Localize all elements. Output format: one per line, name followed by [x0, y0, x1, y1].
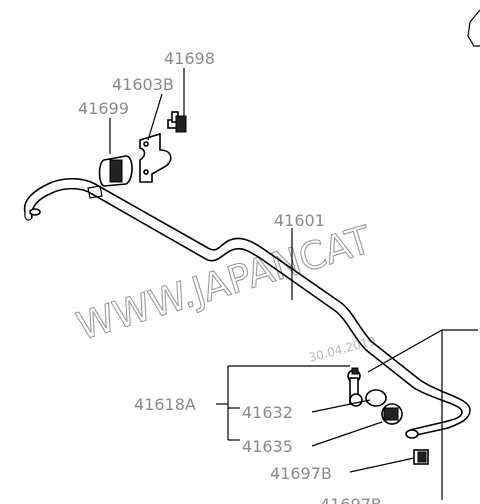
leader-lines [109, 68, 415, 473]
stabilizer-link-part [347, 367, 363, 407]
label-stabilizer-bar: 41601 [274, 211, 325, 230]
label-nut: 41697B [270, 464, 332, 483]
label-partial-bottom: 41697B [320, 495, 382, 504]
link-bushing-part [381, 403, 403, 425]
nut-part [413, 449, 429, 465]
label-bracket: 41603B [112, 75, 174, 94]
label-link-assembly: 41618A [134, 395, 196, 414]
bushing-part [98, 155, 133, 187]
bracket-bolt-part [167, 111, 187, 133]
watermark: WWW.JAPANCAT [72, 217, 377, 348]
label-bracket-bolt: 41698 [164, 49, 215, 68]
washer-part [365, 389, 387, 407]
bracket-part [139, 132, 172, 183]
stabilizer-bar [23, 177, 471, 439]
date-stamp: 30.04.2019 [307, 334, 377, 365]
label-link-bushing: 41635 [242, 437, 293, 456]
label-link-washer: 41632 [242, 403, 293, 422]
label-bushing: 41699 [78, 99, 129, 118]
clipped-top-right-part [467, 9, 480, 47]
